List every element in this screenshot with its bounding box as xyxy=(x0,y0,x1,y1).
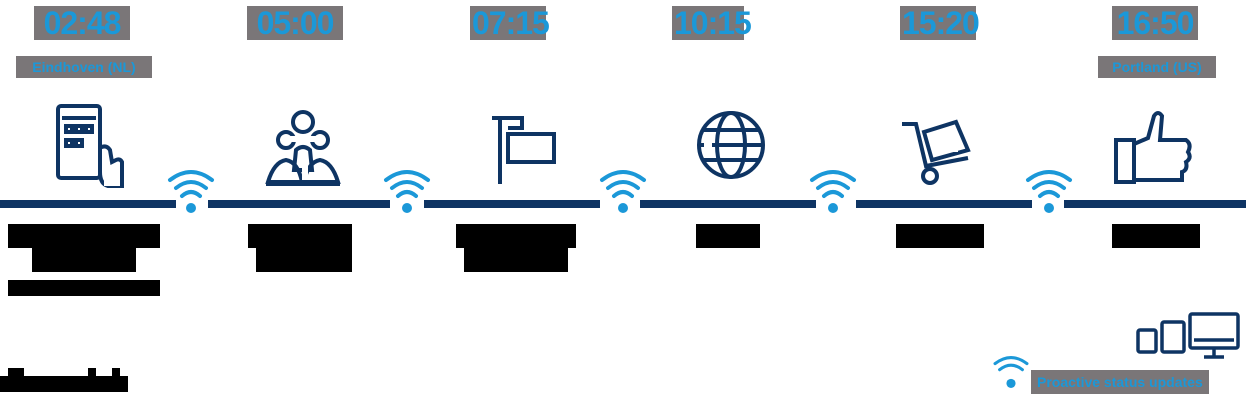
timeline-segment-2 xyxy=(208,200,390,208)
step-3-time: 07:15 xyxy=(470,5,550,41)
step-4-label xyxy=(696,224,760,248)
people-icon xyxy=(265,110,341,186)
thumbs-up-icon xyxy=(1114,111,1192,184)
timeline-segment-3 xyxy=(424,200,600,208)
flag-icon xyxy=(492,116,556,184)
devices-icon xyxy=(1136,312,1240,359)
cart-icon xyxy=(902,119,971,185)
step-1-location: Eindhoven (NL) xyxy=(16,56,152,78)
timeline-segment-4 xyxy=(640,200,816,208)
legend-wifi-icon xyxy=(993,356,1029,388)
wifi-icon xyxy=(810,170,856,213)
legend-text: Proactive status updates xyxy=(1031,370,1209,394)
timeline-segment-6 xyxy=(1064,200,1246,208)
step-6-location: Portland (US) xyxy=(1098,56,1216,78)
step-5-time: 15:20 xyxy=(900,5,980,41)
wifi-icon xyxy=(168,170,214,213)
step-4-time: 10:15 xyxy=(672,5,752,41)
wifi-icon xyxy=(600,170,646,213)
timeline-segment-5 xyxy=(856,200,1032,208)
globe-icon xyxy=(697,111,765,179)
wifi-icon xyxy=(384,170,430,213)
wifi-icon xyxy=(1026,170,1072,213)
step-2-time: 05:00 xyxy=(247,6,343,40)
step-5-label xyxy=(896,224,984,248)
tablet-touch-icon xyxy=(56,104,124,188)
step-6-label xyxy=(1112,224,1200,248)
step-6-time: 16:50 xyxy=(1112,6,1198,40)
timeline-segment-1 xyxy=(0,200,176,208)
step-1-time: 02:48 xyxy=(34,6,130,40)
